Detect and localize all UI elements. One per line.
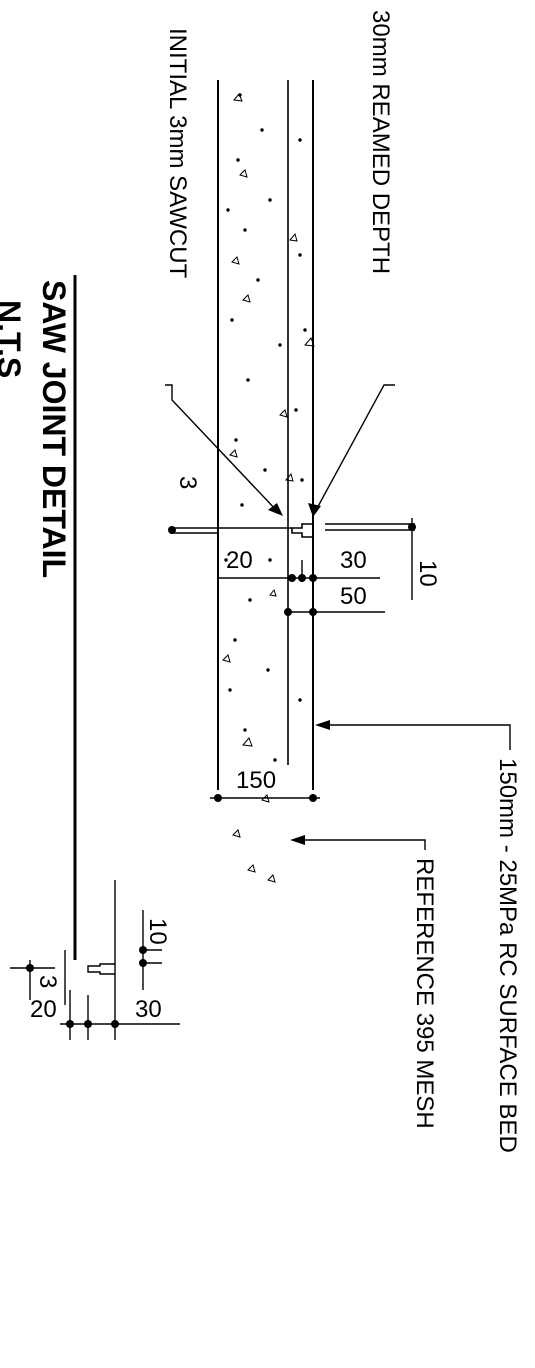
leader-mesh xyxy=(298,839,426,850)
leader-surface-bed xyxy=(325,724,511,750)
dim-text-detail-30: 30 xyxy=(135,996,162,1023)
reamed-depth-label: 30mm REAMED DEPTH xyxy=(367,10,394,274)
dim-text-3: 3 xyxy=(174,476,201,489)
dim-text-detail-3: 3 xyxy=(34,975,61,988)
dim-text-20: 20 xyxy=(226,547,253,574)
dim-text-150: 150 xyxy=(236,767,276,794)
dim-text-30: 30 xyxy=(340,547,367,574)
leader-reamed-depth xyxy=(314,384,395,513)
dim-text-detail-10: 10 xyxy=(144,918,171,945)
scale-note-label: N.T.S xyxy=(0,300,27,378)
dim-text-50: 50 xyxy=(340,583,367,610)
title-label: SAW JOINT DETAIL xyxy=(36,280,72,578)
initial-sawcut-label: INITIAL 3mm SAWCUT xyxy=(164,28,191,279)
dim-text-10: 10 xyxy=(414,560,441,587)
sawcut-notch xyxy=(291,523,313,538)
dim-text-detail-20: 20 xyxy=(30,996,57,1023)
surface-bed-label: 150mm - 25MPa RC SURFACE BED xyxy=(494,758,521,1153)
aggregate-hatch xyxy=(222,93,315,883)
mesh-label: REFERENCE 395 MESH xyxy=(411,858,438,1129)
small-detail xyxy=(10,880,180,1040)
leader-initial-sawcut xyxy=(165,384,279,513)
